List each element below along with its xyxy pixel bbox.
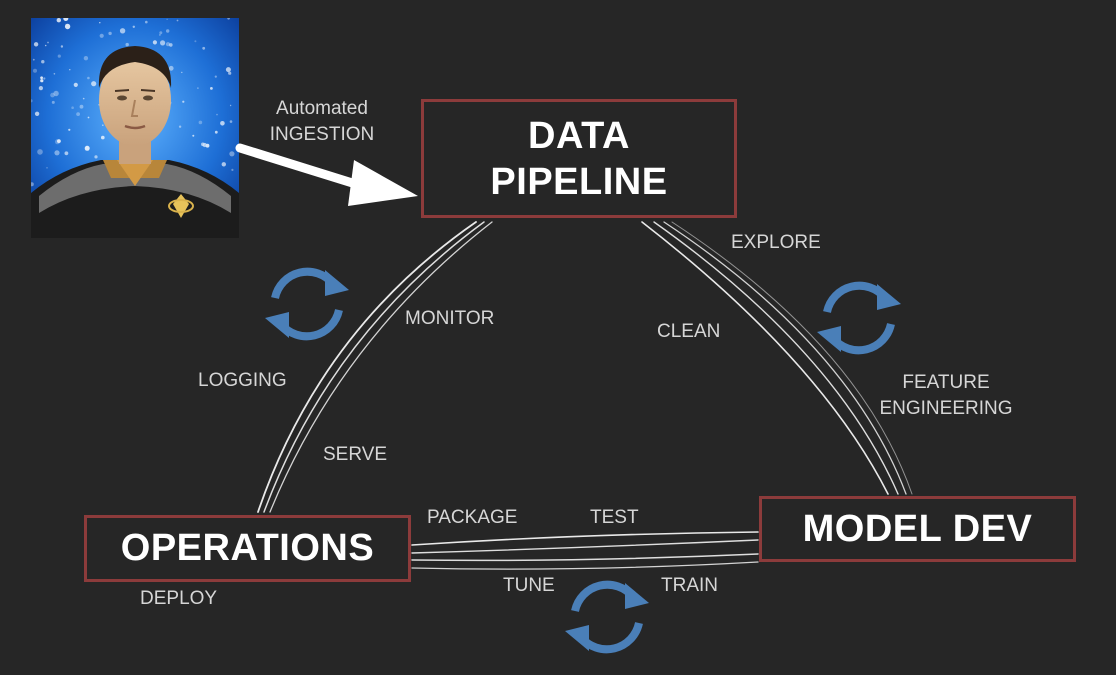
refresh-cycle-icon bbox=[265, 267, 349, 341]
ingestion-line2: INGESTION bbox=[269, 124, 375, 145]
monitor-label: MONITOR bbox=[405, 308, 495, 329]
model-dev-label: MODEL DEV bbox=[802, 507, 1033, 550]
data-pipeline-node: DATA PIPELINE bbox=[421, 99, 737, 218]
explore-label: EXPLORE bbox=[731, 232, 821, 253]
tune-label: TUNE bbox=[503, 575, 555, 596]
data-pipeline-line2: PIPELINE bbox=[490, 160, 668, 203]
refresh-cycle-icon bbox=[817, 281, 901, 355]
feature-line1: FEATURE bbox=[902, 372, 990, 393]
clean-label: CLEAN bbox=[657, 321, 721, 342]
feature-engineering-label: FEATURE ENGINEERING bbox=[868, 370, 1024, 422]
logging-label: LOGGING bbox=[198, 370, 287, 391]
feature-line2: ENGINEERING bbox=[879, 398, 1013, 419]
deploy-label: DEPLOY bbox=[140, 588, 218, 609]
ingestion-label: Automated INGESTION bbox=[260, 96, 384, 148]
portrait-photo bbox=[31, 18, 239, 238]
package-label: PACKAGE bbox=[427, 507, 518, 528]
refresh-cycle-icon bbox=[565, 580, 649, 654]
model-dev-node: MODEL DEV bbox=[759, 496, 1076, 562]
operations-node: OPERATIONS bbox=[84, 515, 411, 582]
ingestion-line1: Automated bbox=[276, 98, 368, 119]
train-label: TRAIN bbox=[661, 575, 718, 596]
ingestion-arrow-icon bbox=[235, 143, 418, 206]
test-label: TEST bbox=[590, 507, 639, 528]
operations-label: OPERATIONS bbox=[120, 527, 375, 569]
serve-label: SERVE bbox=[323, 444, 388, 465]
data-pipeline-line1: DATA bbox=[528, 114, 630, 157]
